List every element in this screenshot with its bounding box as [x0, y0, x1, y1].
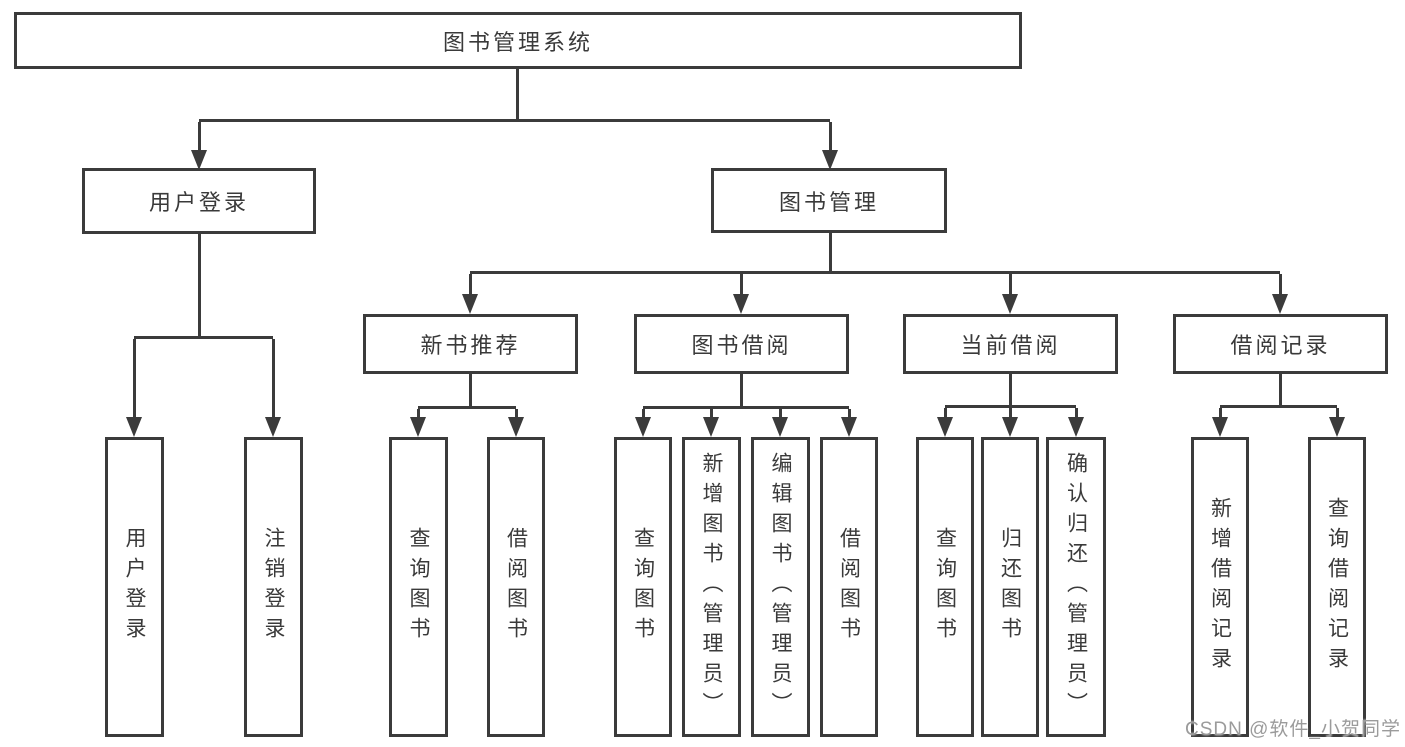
watermark: CSDN @软件_小贺同学: [1185, 719, 1401, 740]
arrow-down-icon: [841, 417, 857, 437]
node-book-management-label: 图书管理: [778, 189, 879, 215]
connector-line: [1009, 408, 1012, 419]
arrow-down-icon: [937, 417, 953, 437]
connector-line: [1009, 374, 1012, 408]
connector-line: [848, 409, 851, 419]
connector-line: [710, 409, 713, 419]
arrow-down-icon: [1002, 417, 1018, 437]
leaf-bb-query-books: 查询图书: [614, 437, 672, 737]
node-new-book-recommend: 新书推荐: [363, 314, 578, 374]
connector-line: [1279, 274, 1282, 296]
arrow-down-icon: [265, 417, 281, 437]
node-book-management: 图书管理: [711, 168, 947, 233]
connector-line: [1219, 408, 1222, 419]
leaf-cb-return-books: 归还图书: [981, 437, 1039, 737]
node-user-login: 用户登录: [82, 168, 316, 234]
connector-line: [642, 409, 645, 419]
leaf-cb-query-books: 查询图书: [916, 437, 974, 737]
connector-line: [1336, 408, 1339, 419]
arrow-down-icon: [462, 294, 478, 314]
leaf-bb-borrow-books: 借阅图书: [820, 437, 878, 737]
node-borrow-records-label: 借阅记录: [1230, 333, 1331, 358]
node-user-login-label: 用户登录: [148, 190, 249, 215]
node-current-borrow: 当前借阅: [903, 314, 1118, 374]
connector-line: [740, 374, 743, 409]
node-new-book-recommend-label: 新书推荐: [420, 333, 521, 358]
connector-line: [470, 271, 1280, 274]
connector-line: [469, 274, 472, 296]
node-current-borrow-label: 当前借阅: [960, 333, 1061, 358]
arrow-down-icon: [635, 417, 651, 437]
connector-line: [417, 409, 420, 419]
leaf-nbr-borrow-books: 借阅图书: [487, 437, 545, 737]
connector-line: [198, 122, 201, 152]
leaf-bb-edit-books-admin: 编辑图书（管理员）: [751, 437, 810, 737]
connector-line: [643, 406, 849, 409]
connector-line: [198, 233, 201, 339]
connector-line: [418, 406, 516, 409]
node-root: 图书管理系统: [14, 12, 1022, 69]
connector-line: [779, 409, 782, 419]
node-borrow-records: 借阅记录: [1173, 314, 1388, 374]
leaf-br-query-record: 查询借阅记录: [1308, 437, 1366, 737]
connector-line: [944, 408, 947, 419]
arrow-down-icon: [1068, 417, 1084, 437]
connector-line: [829, 233, 832, 274]
connector-line: [1220, 405, 1337, 408]
connector-line: [829, 122, 832, 152]
arrow-down-icon: [822, 150, 838, 170]
connector-line: [469, 374, 472, 409]
arrow-down-icon: [508, 417, 524, 437]
leaf-user-login: 用户登录: [105, 437, 164, 737]
leaf-cb-confirm-return-admin: 确认归还（管理员）: [1046, 437, 1106, 737]
leaf-br-add-record: 新增借阅记录: [1191, 437, 1249, 737]
leaf-bb-add-books-admin: 新增图书（管理员）: [682, 437, 741, 737]
connector-line: [945, 405, 1076, 408]
node-root-label: 图书管理系统: [442, 29, 593, 55]
connector-line: [133, 339, 136, 419]
node-book-borrow-label: 图书借阅: [691, 333, 792, 358]
connector-line: [199, 119, 830, 122]
connector-line: [1075, 408, 1078, 419]
node-book-borrow: 图书借阅: [634, 314, 849, 374]
connector-line: [1009, 274, 1012, 296]
connector-line: [516, 66, 519, 122]
connector-line: [740, 274, 743, 296]
connector-line: [134, 336, 273, 339]
arrow-down-icon: [772, 417, 788, 437]
arrow-down-icon: [1329, 417, 1345, 437]
arrow-down-icon: [733, 294, 749, 314]
arrow-down-icon: [1212, 417, 1228, 437]
connector-line: [272, 339, 275, 419]
arrow-down-icon: [1272, 294, 1288, 314]
arrow-down-icon: [126, 417, 142, 437]
connector-line: [1279, 374, 1282, 408]
leaf-nbr-query-books: 查询图书: [389, 437, 448, 737]
leaf-logout: 注销登录: [244, 437, 303, 737]
arrow-down-icon: [410, 417, 426, 437]
connector-line: [515, 409, 518, 419]
arrow-down-icon: [191, 150, 207, 170]
arrow-down-icon: [1002, 294, 1018, 314]
arrow-down-icon: [703, 417, 719, 437]
